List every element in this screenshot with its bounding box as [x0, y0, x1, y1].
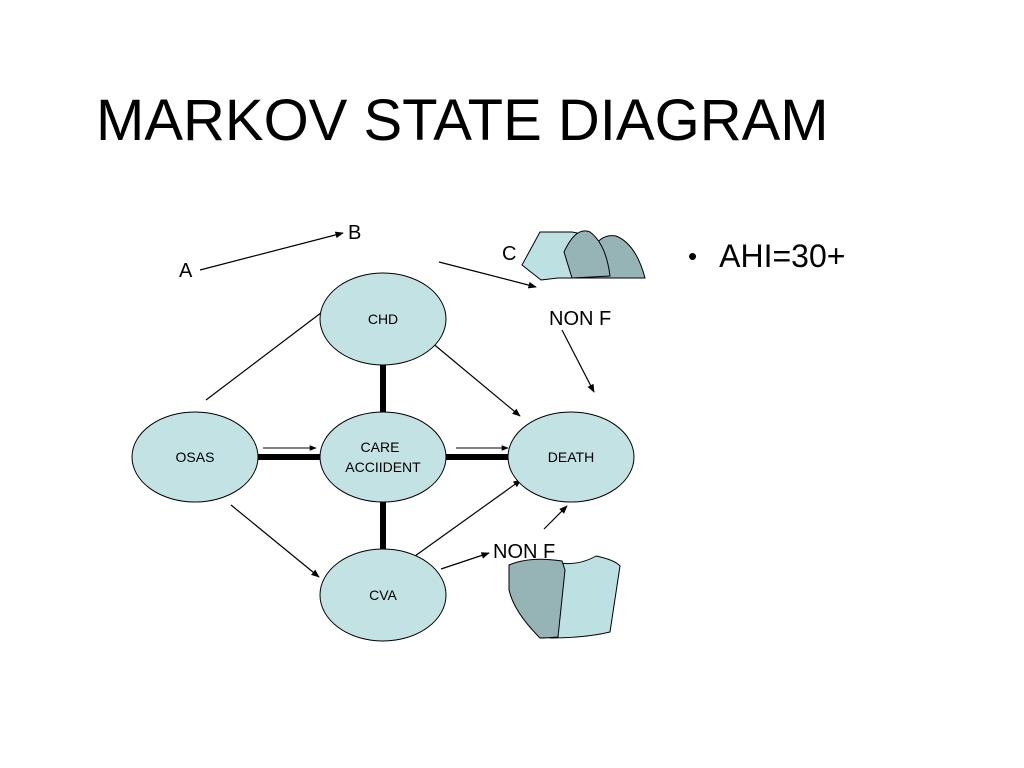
arrow-cva-nonf-bottom	[440, 552, 490, 570]
node-care-accident: CARE ACCIIDENT	[319, 411, 447, 503]
arrow-osas-cva	[230, 504, 320, 578]
node-death: DEATH	[507, 411, 635, 503]
arrow-to-c	[438, 261, 537, 289]
node-osas: OSAS	[131, 411, 259, 503]
label-non-f-bottom: NON F	[493, 541, 555, 563]
node-chd: CHD	[319, 272, 447, 366]
label-a: A	[179, 260, 193, 282]
node-death-label: DEATH	[548, 449, 594, 465]
bullet-text: AHI=30+	[719, 238, 846, 274]
node-cva: CVA	[319, 548, 447, 642]
node-cva-label: CVA	[369, 587, 397, 603]
bullet-list: • AHI=30+	[688, 238, 845, 275]
label-non-f-top: NON F	[549, 308, 611, 330]
bullet-item: • AHI=30+	[688, 238, 845, 275]
node-osas-label: OSAS	[176, 449, 215, 465]
slide-title: MARKOV STATE DIAGRAM	[96, 88, 829, 153]
node-chd-label: CHD	[368, 311, 398, 327]
thick-connectors	[258, 365, 508, 549]
node-care-label-line2: ACCIIDENT	[345, 459, 421, 475]
curved-shape-top-icon	[521, 230, 646, 281]
arrow-nonf-top-death	[561, 329, 595, 393]
label-b: B	[348, 222, 361, 244]
arrow-osas-chd	[205, 302, 335, 401]
bullet-dot-icon: •	[688, 241, 698, 271]
label-c: C	[502, 243, 516, 265]
curved-shape-bottom-icon	[508, 555, 621, 639]
arrow-nonf-bottom-death	[543, 505, 568, 530]
arrow-cva-death	[407, 479, 522, 562]
arrow-chd-death	[424, 336, 521, 417]
arrow-a-b	[199, 231, 344, 271]
node-care-label-line1: CARE	[361, 439, 400, 455]
